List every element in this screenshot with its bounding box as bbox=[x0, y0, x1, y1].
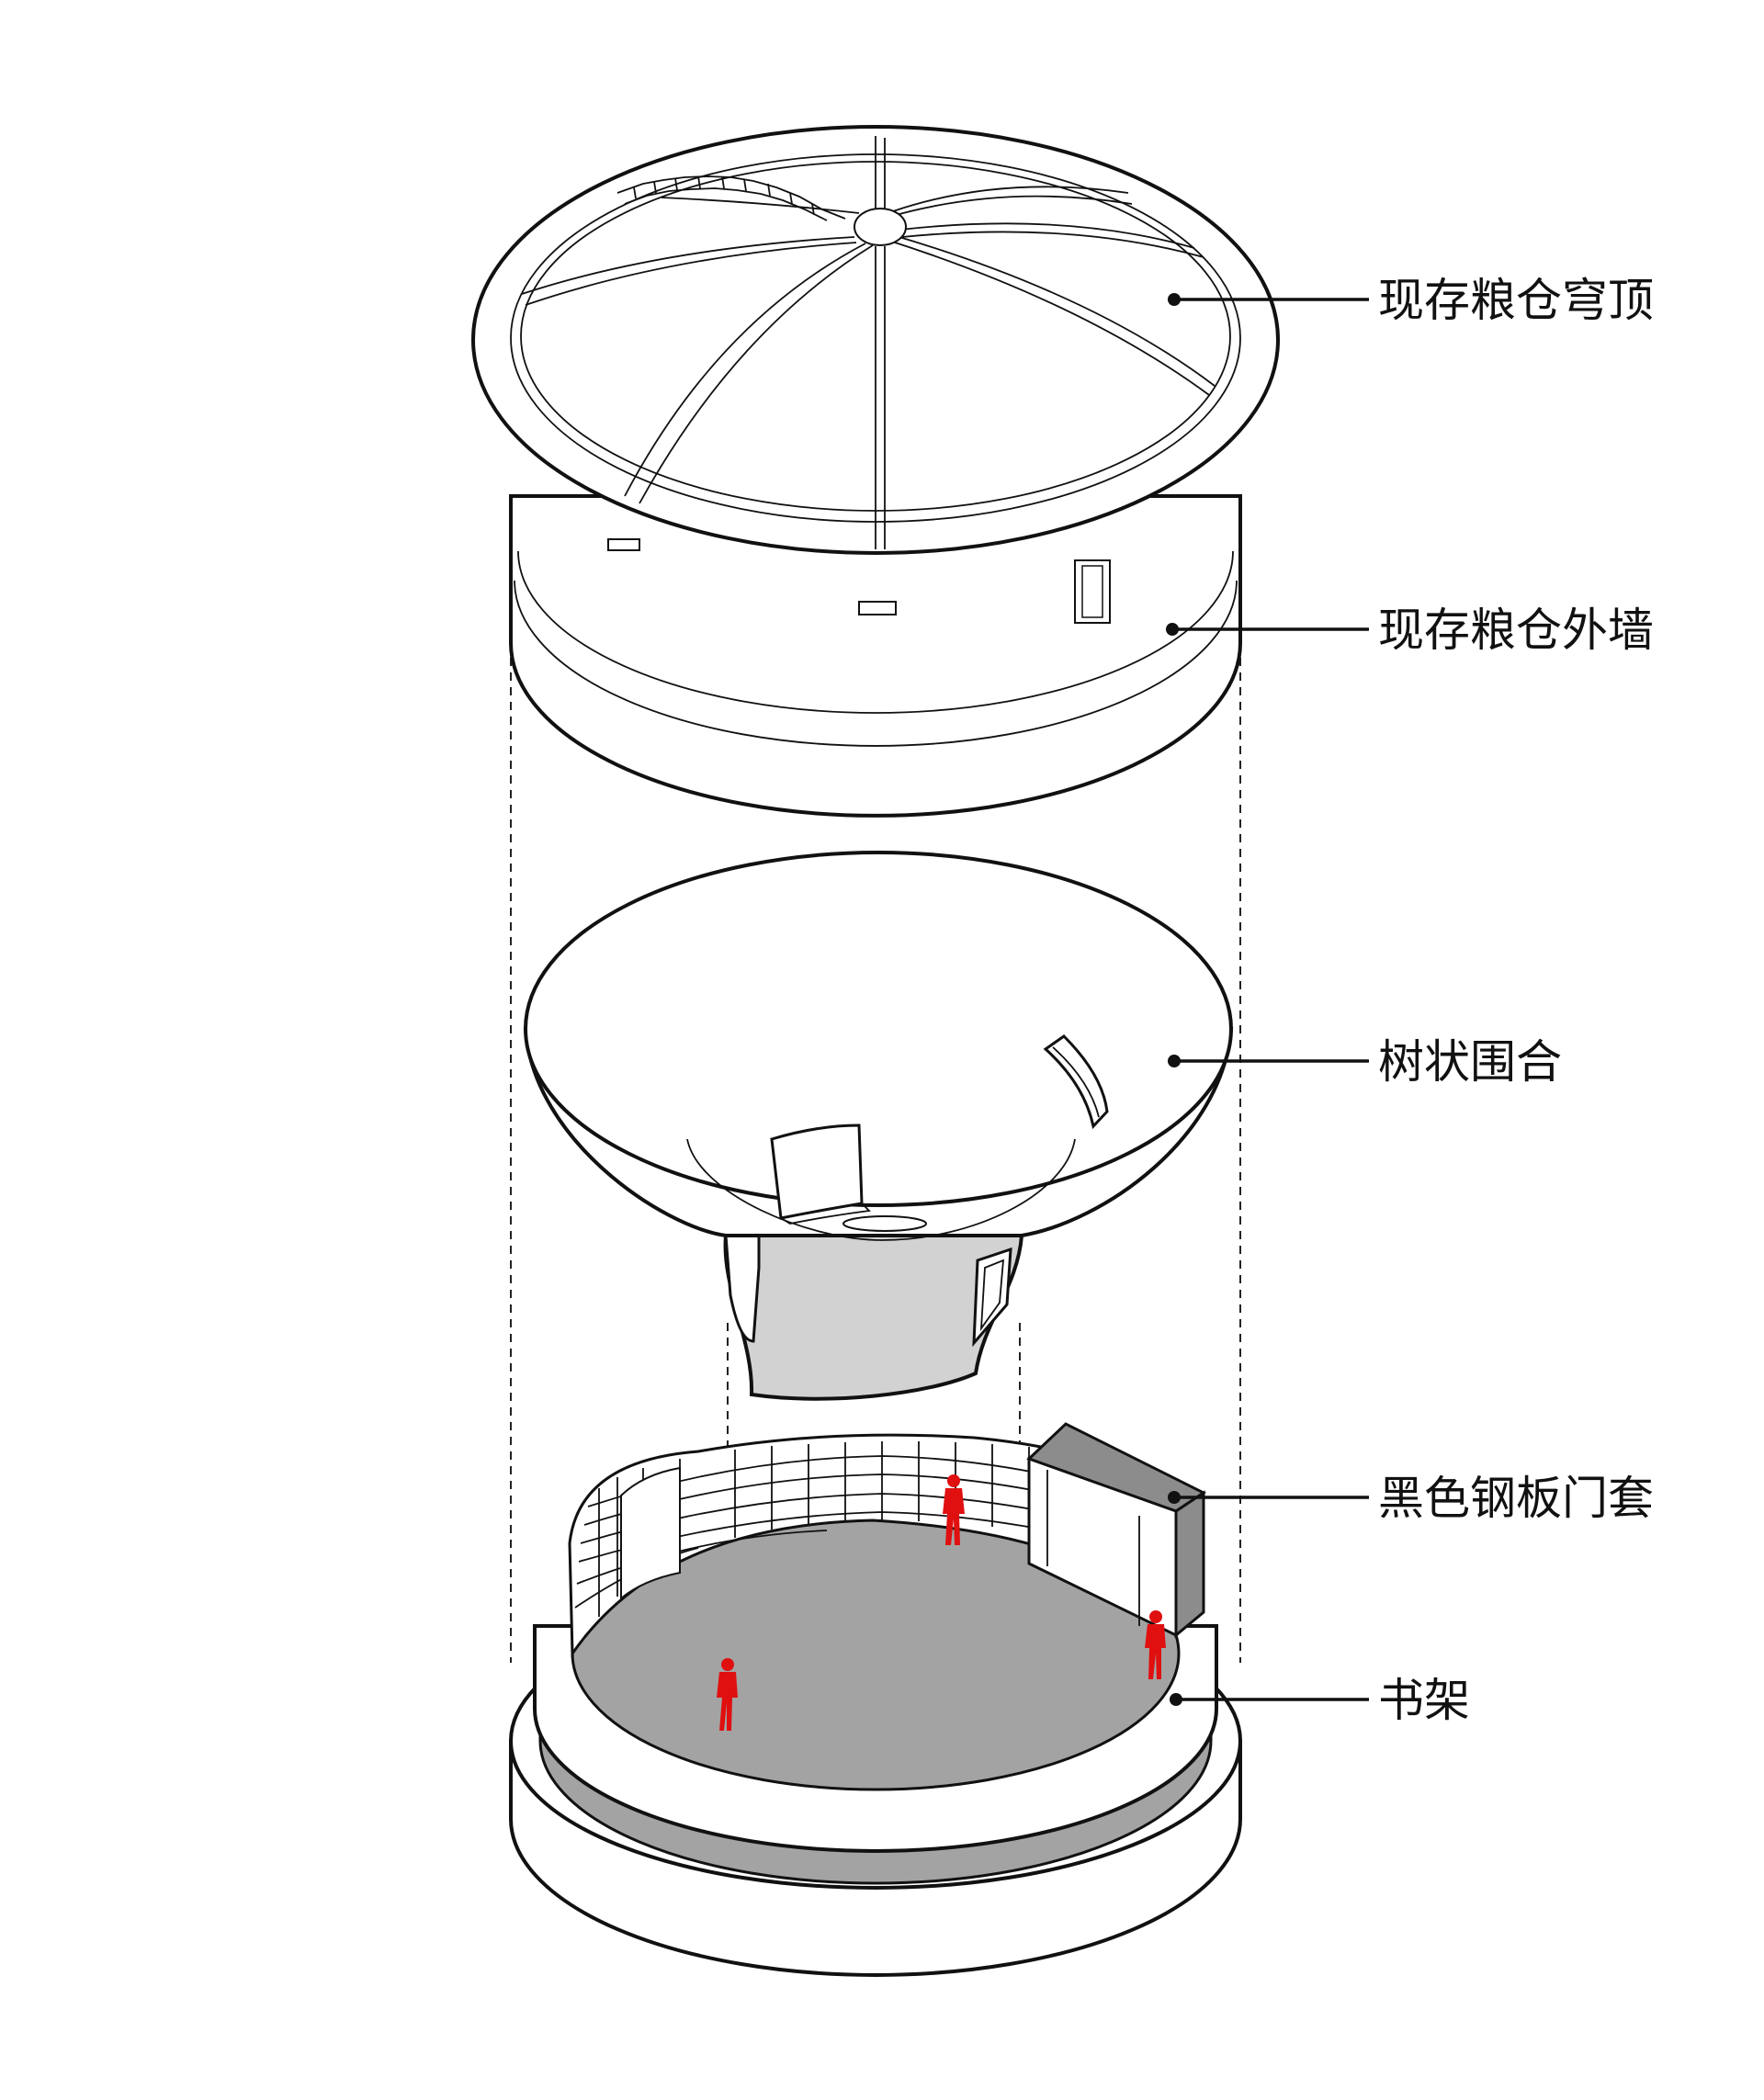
label-dome: 现存粮仓穹顶 bbox=[1378, 274, 1654, 327]
tree-enclosure bbox=[523, 851, 1234, 1401]
funnel-inner-edge bbox=[686, 1138, 1076, 1241]
wall-window bbox=[858, 601, 897, 615]
wall-ring-line-2 bbox=[514, 580, 1238, 747]
label-bookshelf: 书架 bbox=[1378, 1674, 1470, 1727]
label-outer-wall: 现存粮仓外墙 bbox=[1378, 604, 1654, 657]
person-figure bbox=[717, 1658, 738, 1731]
person-figure bbox=[943, 1474, 965, 1545]
wall-window bbox=[607, 538, 640, 551]
trunk-window bbox=[972, 1247, 1012, 1348]
dome-center-hub bbox=[854, 208, 907, 246]
wall-window bbox=[1074, 559, 1111, 624]
leader-dome bbox=[1168, 293, 1369, 306]
human-figures bbox=[717, 1474, 1166, 1731]
label-tree-enclosure: 树状围合 bbox=[1378, 1035, 1562, 1089]
granary-outer-wall bbox=[509, 494, 1242, 818]
steel-door-frame bbox=[1026, 1422, 1206, 1639]
person-figure bbox=[1145, 1610, 1166, 1679]
granary-dome-and-wall bbox=[471, 125, 1280, 818]
funnel-inner-window bbox=[1043, 1034, 1109, 1130]
leader-tree-enclosure bbox=[1168, 1055, 1369, 1067]
wall-window bbox=[1081, 565, 1103, 618]
tree-funnel-rim bbox=[524, 851, 1233, 1207]
label-steel-door-frame: 黑色钢板门套 bbox=[1378, 1472, 1654, 1525]
leader-outer-wall bbox=[1166, 623, 1369, 636]
base-with-bookshelf bbox=[509, 1422, 1242, 1977]
trunk-opening bbox=[724, 1234, 761, 1343]
funnel-inner-window bbox=[770, 1123, 864, 1220]
leader-bookshelf bbox=[1170, 1693, 1369, 1706]
dome-ribs bbox=[521, 136, 1216, 549]
bookshelf-door bbox=[620, 1466, 681, 1601]
dome-stair bbox=[616, 175, 846, 221]
funnel-bottom-opening bbox=[842, 1215, 927, 1232]
leader-steel-door-frame bbox=[1168, 1491, 1369, 1504]
